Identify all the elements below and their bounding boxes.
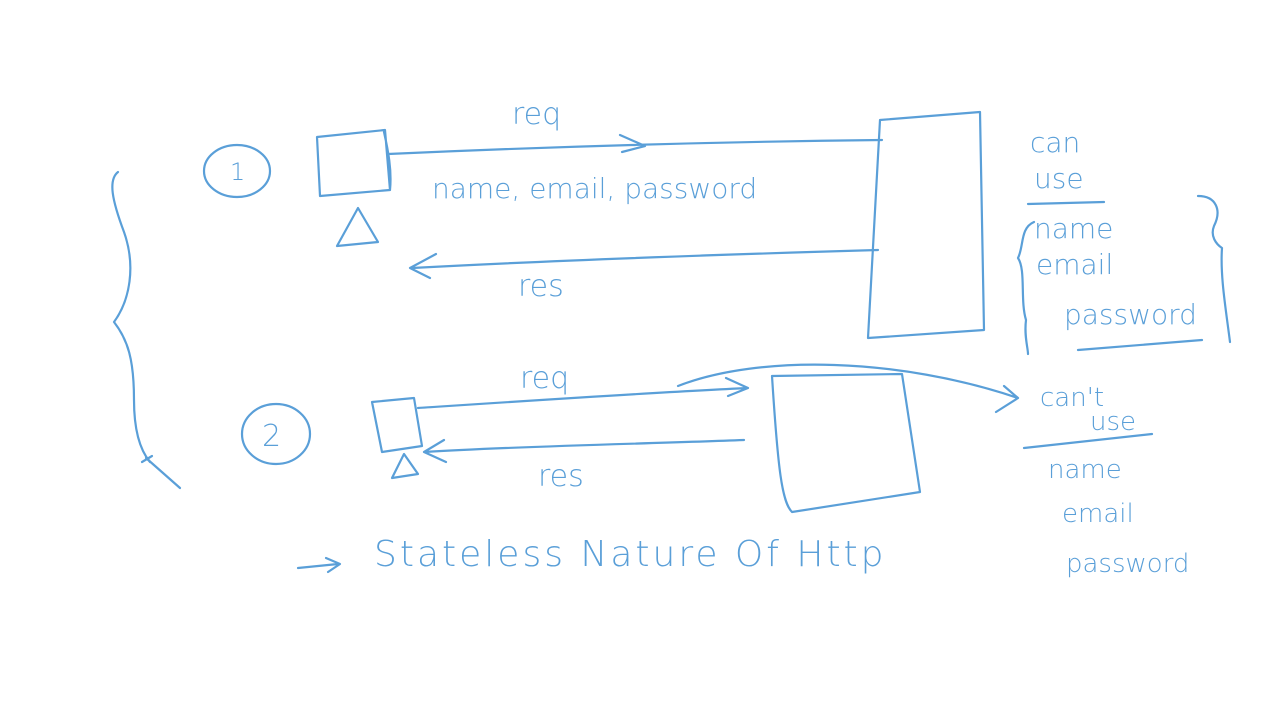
scenario-2-circle [240, 402, 312, 466]
scenario-1-number: 1 [230, 158, 245, 186]
response-1-label: res [518, 269, 564, 304]
response-2-label: res [538, 459, 584, 494]
request-1-label: req [512, 97, 561, 132]
response-2-arrow [422, 438, 746, 464]
note-2-field-name: name [1048, 455, 1122, 485]
note-2-heading-line1: can't [1040, 383, 1104, 413]
note-1-heading-line2: use [1034, 162, 1084, 195]
request-2-arrow [416, 376, 750, 410]
note-2-heading-line2: use [1090, 407, 1136, 437]
note-1-left-brace [1016, 220, 1036, 356]
note-2-underline [1022, 432, 1154, 450]
client-2-user-icon [390, 452, 420, 480]
note-1-field-email: email [1036, 248, 1113, 281]
response-1-arrow [408, 248, 880, 280]
brace-tick-mark [140, 454, 182, 490]
note-1-underline [1026, 200, 1106, 206]
scenario-1-circle [202, 143, 272, 199]
client-1-user-icon [335, 206, 380, 248]
client-2-box [370, 396, 424, 454]
server-1-box [866, 110, 986, 340]
caption-text: Stateless Nature Of Http [374, 534, 887, 575]
server-to-note-arrow [676, 363, 1020, 414]
client-1-box [315, 128, 392, 198]
note-2-field-email: email [1062, 499, 1134, 529]
request-1-arrow [386, 133, 884, 156]
scenario-2-number: 2 [262, 419, 281, 454]
note-2-field-password: password [1066, 549, 1189, 579]
note-1-heading-line1: can [1030, 126, 1080, 159]
note-1-right-brace [1196, 194, 1232, 344]
left-brace [111, 170, 152, 464]
note-1-field-name: name [1034, 212, 1113, 245]
note-1-bottom-line [1076, 338, 1204, 352]
note-1-field-password: password [1064, 298, 1197, 331]
request-2-label: req [520, 361, 569, 396]
caption-arrow [296, 556, 342, 574]
server-2-box [770, 372, 922, 514]
request-1-payload: name, email, password [432, 172, 757, 205]
